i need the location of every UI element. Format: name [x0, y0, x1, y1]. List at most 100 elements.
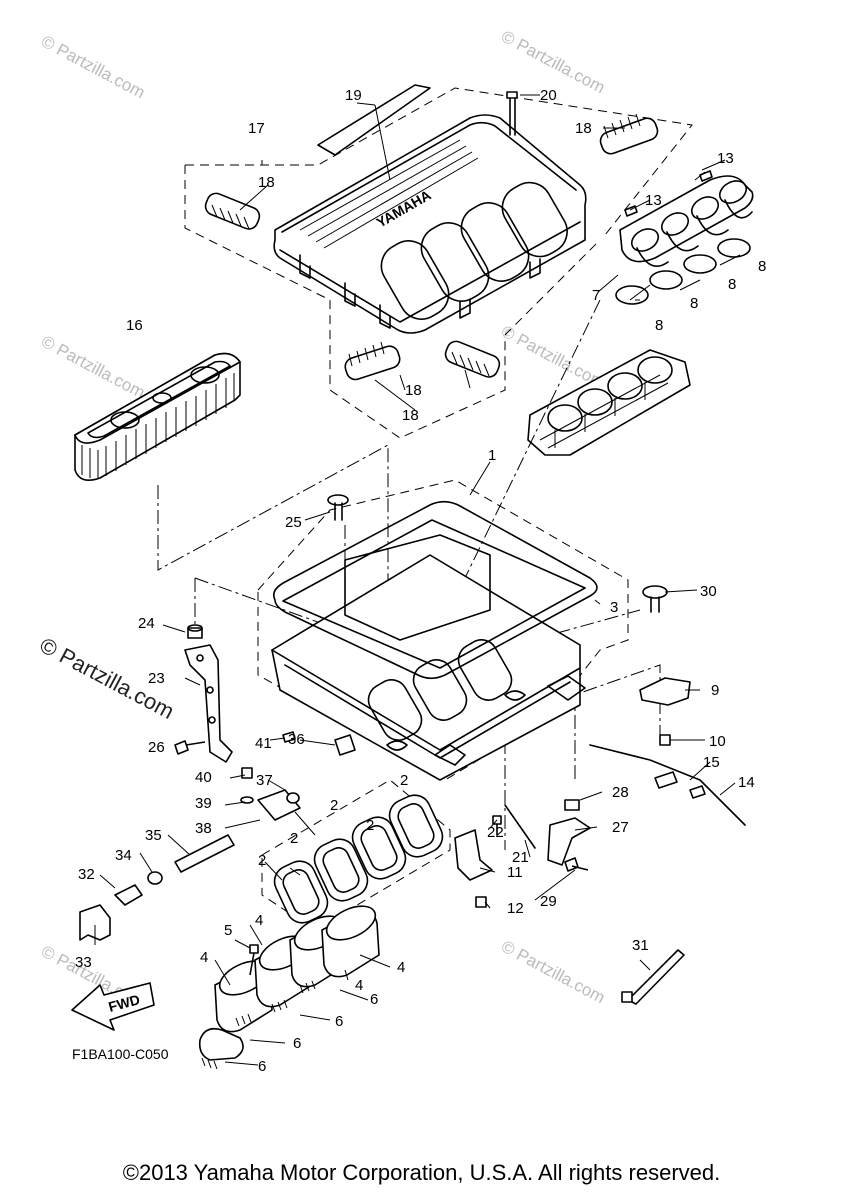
callout-29: 29 — [540, 893, 557, 910]
bracket-9 — [639, 677, 691, 706]
air-filter-cover: YAMAHA — [184, 84, 693, 439]
callout-36: 36 — [288, 731, 305, 748]
callout-6: 6 — [258, 1058, 266, 1075]
callout-39: 39 — [195, 795, 212, 812]
bolt-10 — [659, 734, 671, 746]
throttle-bore-4 — [637, 356, 673, 384]
grommet — [444, 340, 501, 378]
callout-14: 14 — [738, 774, 755, 791]
throttle-bore-3 — [607, 372, 643, 400]
air-filter-case — [257, 479, 629, 781]
watermark: © Partzilla.com — [38, 32, 148, 103]
case-port-2 — [412, 659, 468, 721]
grommet — [599, 117, 659, 155]
callout-10: 10 — [709, 733, 726, 750]
plate-hole-1 — [630, 228, 660, 252]
callout-21: 21 — [512, 849, 529, 866]
joint-plate-body — [619, 175, 754, 263]
bracket-line — [194, 577, 341, 631]
cable-14 — [589, 744, 746, 826]
callout-1: 1 — [488, 447, 496, 464]
callout-18: 18 — [575, 120, 592, 137]
callout-34: 34 — [115, 847, 132, 864]
callout-6: 6 — [293, 1035, 301, 1052]
plate-hole-4 — [718, 180, 748, 204]
callout-6: 6 — [370, 991, 378, 1008]
case-tub — [271, 554, 581, 781]
o-ring — [649, 270, 683, 290]
bolt-25 — [327, 494, 349, 521]
callout-40: 40 — [195, 769, 212, 786]
cable-tie-31 — [621, 949, 685, 1005]
cover-top-edge — [281, 121, 577, 233]
bolt-30 — [642, 585, 668, 613]
callout-7: 7 — [592, 287, 600, 304]
cover-port-1 — [380, 240, 450, 320]
grommet-37 — [286, 792, 300, 804]
callout-31: 31 — [632, 937, 649, 954]
o-ring — [683, 254, 717, 274]
cover-lip — [279, 221, 581, 323]
cover-group-outline — [184, 87, 693, 439]
callout-22: 22 — [487, 824, 504, 841]
clamps-6 — [201, 980, 316, 1070]
o-ring — [717, 238, 751, 258]
callout-2: 2 — [400, 772, 408, 789]
bracket-11 — [454, 829, 493, 881]
callout-2: 2 — [258, 852, 266, 869]
screw-22 — [492, 815, 502, 835]
case-gasket — [272, 500, 598, 680]
filter-to-case-line — [157, 444, 389, 640]
filter-hole — [190, 366, 220, 384]
diagram-code: F1BA100-C050 — [72, 1046, 169, 1062]
callout-16: 16 — [126, 317, 143, 334]
callout-33: 33 — [75, 954, 92, 971]
intake-joints — [261, 779, 451, 931]
throttle-bore-1 — [547, 404, 583, 432]
filter-top-frame — [87, 360, 231, 439]
plate-funnels — [636, 199, 753, 267]
grommet — [344, 345, 401, 381]
callout-6: 6 — [335, 1013, 343, 1030]
callout-4: 4 — [255, 912, 263, 929]
callout-8: 8 — [655, 317, 663, 334]
callout-25: 25 — [285, 514, 302, 531]
plate-hole-2 — [660, 212, 690, 236]
bracket-23 — [184, 644, 233, 763]
holder-33 — [79, 904, 111, 941]
callout-20: 20 — [540, 87, 557, 104]
filter-hole-small — [152, 392, 172, 404]
grommets-18 — [204, 113, 659, 381]
watermark: © Partzilla.com — [38, 332, 148, 403]
callout-15: 15 — [703, 754, 720, 771]
clamp-34 — [147, 871, 163, 885]
filter-hole — [110, 411, 140, 429]
cover-port-4 — [501, 181, 568, 258]
filter-top — [74, 352, 241, 444]
cover-tabs — [299, 254, 541, 329]
bolt-20 — [506, 91, 518, 136]
air-filter-element — [74, 352, 241, 481]
callout-35: 35 — [145, 827, 162, 844]
callout-2: 2 — [366, 817, 374, 834]
joint-group-outline — [261, 779, 451, 931]
case-interior — [344, 534, 491, 641]
throttle-bore-2 — [577, 388, 613, 416]
joint-plate — [615, 170, 754, 305]
callout-8: 8 — [758, 258, 766, 275]
callout-19: 19 — [345, 87, 362, 104]
joint-4 — [388, 794, 444, 858]
o-ring — [615, 285, 649, 305]
case-group-outline — [257, 479, 629, 781]
case-rim — [271, 649, 581, 751]
cover-body — [273, 114, 587, 334]
callout-38: 38 — [195, 820, 212, 837]
callout-4: 4 — [200, 949, 208, 966]
callout-9: 9 — [711, 682, 719, 699]
leader-lines — [94, 94, 741, 1066]
case-port-1 — [367, 679, 423, 741]
callout-17: 17 — [248, 120, 265, 137]
cover-port-3 — [460, 202, 530, 282]
plate-hole-3 — [690, 196, 720, 220]
copyright-notice: ©2013 Yamaha Motor Corporation, U.S.A. A… — [122, 1160, 721, 1185]
